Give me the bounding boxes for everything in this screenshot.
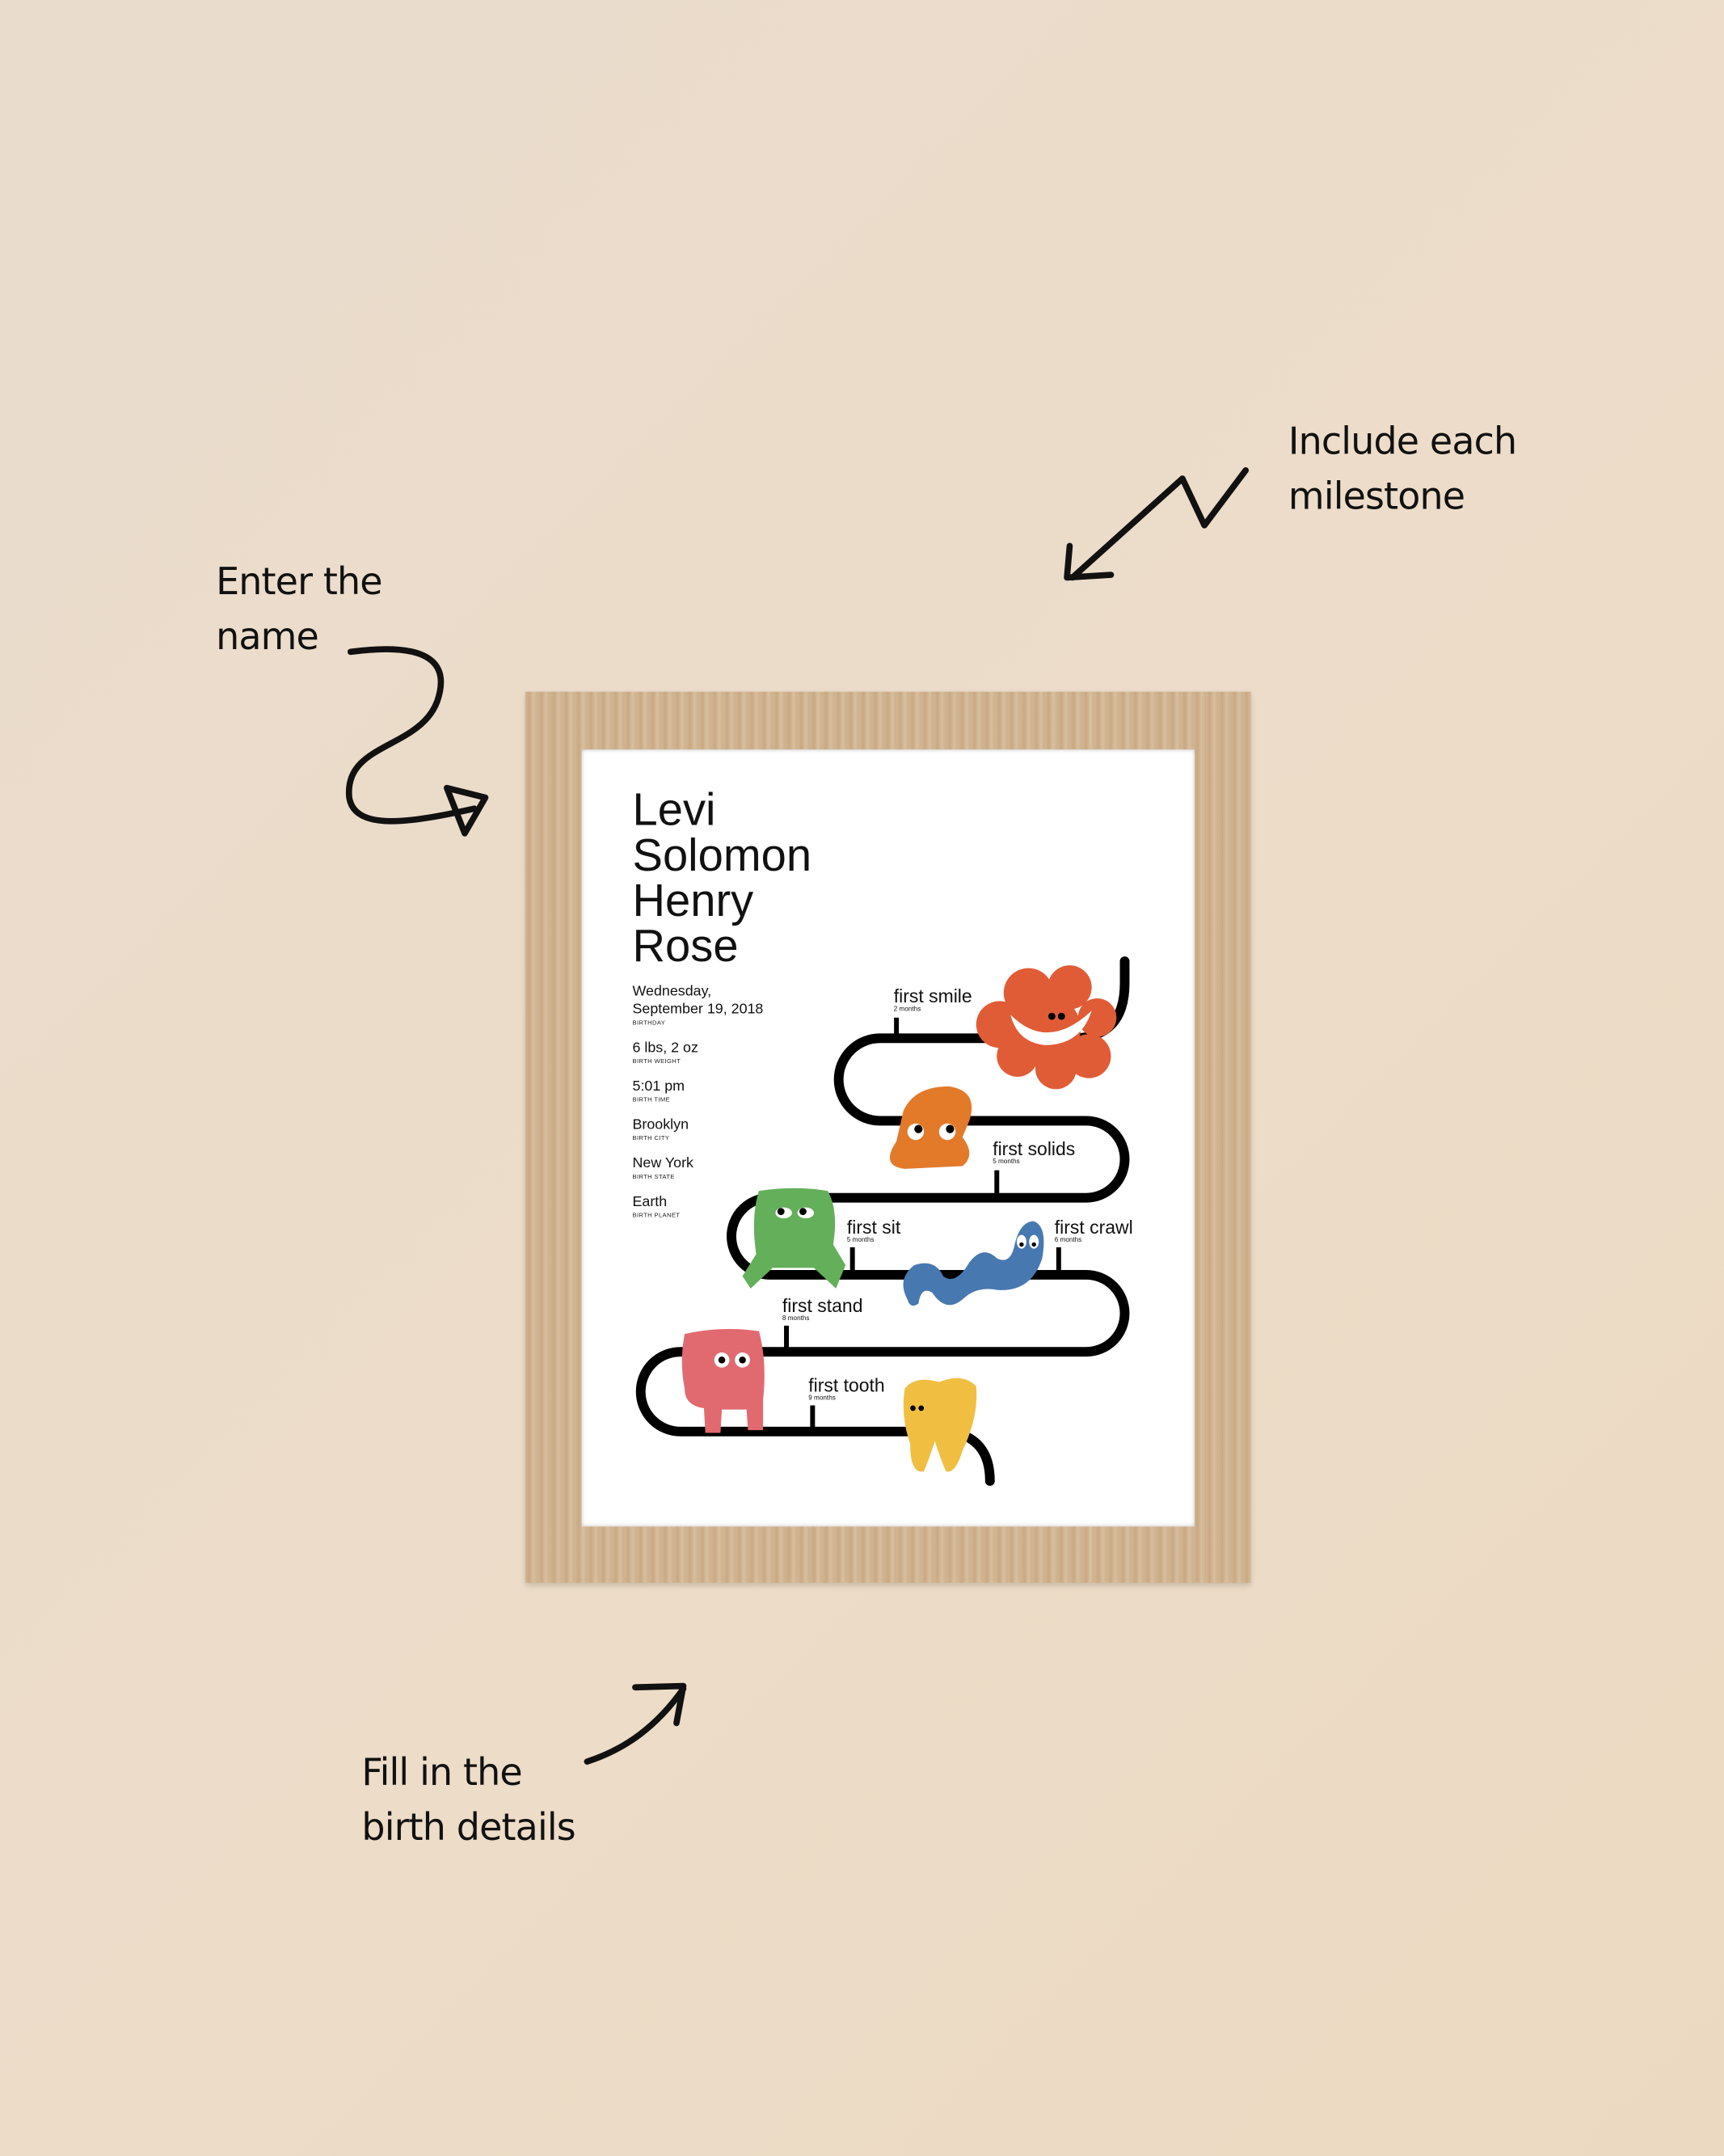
milestone-age: 9 months xyxy=(808,1395,836,1403)
detail-label: BIRTH TIME xyxy=(632,1095,671,1103)
pink-creature-icon xyxy=(681,1328,765,1433)
timeline-path xyxy=(635,956,1130,1487)
note-line: Fill in the xyxy=(361,1752,522,1795)
arrowhead-icon xyxy=(444,784,489,837)
arrowhead-icon xyxy=(632,1682,687,1727)
milestone-age: 2 months xyxy=(893,1006,921,1014)
detail-value: Wednesday, September 19, 2018 xyxy=(632,983,764,1018)
note-line: name xyxy=(216,616,319,659)
milestone-title: first solids xyxy=(993,1138,1076,1160)
poster: Levi Solomon Henry Rose Wednesday, Septe… xyxy=(581,749,1195,1527)
blue-worm-creature-icon xyxy=(903,1221,1044,1306)
detail-value: New York xyxy=(632,1154,693,1172)
details-annotation: Fill in the birth details xyxy=(361,1746,575,1856)
milestone-title: first crawl xyxy=(1054,1217,1133,1238)
milestone-age: 8 months xyxy=(782,1315,810,1323)
name-line: Henry xyxy=(632,874,754,926)
picture-frame: Levi Solomon Henry Rose Wednesday, Septe… xyxy=(525,691,1252,1583)
arrowhead-icon xyxy=(1064,542,1115,581)
milestone-title: first smile xyxy=(893,985,972,1007)
note-line: milestone xyxy=(1288,475,1465,519)
milestone-age: 6 months xyxy=(1054,1237,1082,1245)
name-line: Rose xyxy=(632,920,739,971)
name-line: Levi xyxy=(632,783,716,835)
note-line: birth details xyxy=(361,1807,575,1850)
timeline-graphic xyxy=(635,956,1130,1487)
note-line: Enter the xyxy=(216,561,382,604)
green-creature-icon xyxy=(742,1188,846,1289)
milestone-age: 5 months xyxy=(993,1159,1020,1167)
detail-label: BIRTH STATE xyxy=(632,1173,675,1180)
detail-label: BIRTH CITY xyxy=(632,1134,670,1141)
detail-value: Brooklyn xyxy=(632,1116,689,1133)
yellow-tooth-creature-icon xyxy=(903,1378,977,1472)
note-line: Include each xyxy=(1288,420,1517,464)
orange-blob-creature-icon xyxy=(889,1086,972,1169)
detail-label: BIRTHDAY xyxy=(632,1019,666,1027)
detail-value: 6 lbs, 2 oz xyxy=(632,1040,698,1057)
detail-value: Earth xyxy=(632,1193,668,1210)
detail-label: BIRTH PLANET xyxy=(632,1211,681,1219)
curly-arrow-icon xyxy=(346,646,478,825)
milestone-title: first stand xyxy=(782,1295,863,1316)
curved-arrow-icon xyxy=(584,1686,687,1765)
milestone-age: 5 months xyxy=(846,1237,875,1245)
zigzag-arrow-icon xyxy=(1069,466,1250,581)
milestone-title: first sit xyxy=(846,1217,901,1238)
milestone-title: first tooth xyxy=(808,1375,885,1396)
milestone-annotation: Include each milestone xyxy=(1288,416,1517,525)
name-line: Solomon xyxy=(632,829,812,880)
milestone-ticks xyxy=(784,1017,1061,1432)
flower-creature-icon xyxy=(976,965,1117,1090)
detail-label: BIRTH WEIGHT xyxy=(632,1057,681,1065)
baby-name: Levi Solomon Henry Rose xyxy=(633,787,812,968)
name-annotation: Enter the name xyxy=(216,555,382,665)
detail-value: 5:01 pm xyxy=(632,1078,685,1095)
